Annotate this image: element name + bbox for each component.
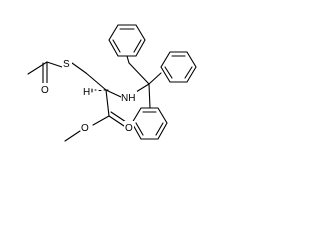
bond-methyl-c-carbonyl xyxy=(27,61,48,75)
atom-label-ester-ether-oxygen: O xyxy=(81,121,91,134)
sulfur-label: S xyxy=(63,59,70,70)
bond-ester-c-o-double-1 xyxy=(108,115,125,127)
structure-canvas: S O H NH O O xyxy=(27,24,197,142)
bond-trityl-ring-right xyxy=(148,72,162,85)
atom-label-stereo-hydrogen: H xyxy=(83,87,90,98)
bond-o-methyl xyxy=(64,130,81,142)
chemical-structure: S O H NH O O xyxy=(27,24,197,142)
ester-ether-oxygen-label: O xyxy=(81,123,89,134)
atom-label-thioester-oxygen: O xyxy=(40,83,50,96)
atom-label-sulfur: S xyxy=(62,57,72,70)
bond-ester-c-o-double-2 xyxy=(110,111,127,123)
bond-ring-top-attach xyxy=(126,55,130,64)
bond-n-trityl-c xyxy=(135,83,150,93)
atom-label-ester-carbonyl-oxygen: O xyxy=(124,121,134,134)
bond-ch2-alpha xyxy=(85,72,107,91)
ester-carbonyl-oxygen-label: O xyxy=(125,123,133,134)
bond-s-ch2 xyxy=(71,62,87,74)
thioester-oxygen-label: O xyxy=(41,85,49,96)
phenyl-ring-bottom xyxy=(131,107,168,140)
phenyl-ring-top xyxy=(108,24,146,57)
bond-trityl-ring-bottom xyxy=(148,83,151,109)
bond-carbonyl-s xyxy=(46,61,63,68)
atom-label-nh: NH xyxy=(121,91,137,104)
stereo-hydrogen-label: H xyxy=(83,87,90,98)
bond-ester-c-o-single xyxy=(92,115,110,126)
bond-alpha-n xyxy=(105,89,122,98)
nh-label: NH xyxy=(121,93,135,104)
bond-alpha-ester-c xyxy=(105,89,110,117)
bond-trityl-ring-top xyxy=(128,62,150,85)
phenyl-ring-right xyxy=(160,51,197,83)
